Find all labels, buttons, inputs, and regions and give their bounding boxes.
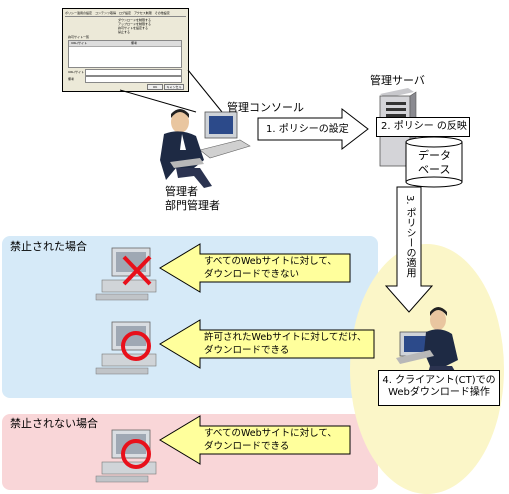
scenario-line: ダウンロードできない (204, 269, 300, 280)
console-tab: ログ設定 (118, 11, 131, 15)
scenario-arrow (159, 415, 351, 465)
database-label: ベース (418, 163, 451, 176)
prohibited-case-label: 禁止された場合 (10, 240, 87, 253)
console-list-col: URL/サイト (71, 41, 87, 45)
step4-box: 4. クライアント(CT)での Webダウンロード操作 (378, 370, 500, 406)
step3-label: 3. ポリシーの適用 (404, 195, 415, 278)
scenario-line: ダウンロードできる (204, 345, 290, 356)
console-list-header: URL/サイト 備考 (69, 41, 181, 47)
callout-line (119, 89, 197, 113)
console-tab: アクセス制限 (133, 11, 152, 15)
console-group-label: 許可サイト一覧 (68, 35, 90, 39)
console-list: URL/サイト 備考 (68, 40, 182, 68)
client-pc-icon (95, 247, 157, 301)
console-option: 許可サイトを設定する (118, 26, 149, 30)
step3-arrow (384, 186, 434, 313)
scenario-arrow (159, 243, 351, 293)
console-tab: ポリシー適用の設定 (65, 11, 93, 15)
not-prohibited-case-label: 禁止されない場合 (10, 417, 98, 430)
console-option: 禁止する (118, 30, 131, 34)
console-field-label: 備考 (68, 77, 75, 81)
console-tab-strip: ポリシー適用の設定 コンテンツ取得 ログ設定 アクセス制限 その他設定 (65, 11, 186, 17)
scenario-text: すべてのWebサイトに対して、 ダウンロードできる (204, 427, 337, 453)
scenario-line: すべてのWebサイトに対して、 (204, 428, 337, 439)
console-ok-button: OK (147, 84, 163, 90)
console-window: ポリシー適用の設定 コンテンツ取得 ログ設定 アクセス制限 その他設定 ダウンロ… (62, 8, 189, 92)
callout-line (187, 69, 223, 113)
scenario-arrow (159, 319, 375, 369)
console-field-label: URL/サイト (68, 70, 84, 74)
scenario-text: 許可されたWebサイトに対してだけ、 ダウンロードできる (204, 331, 366, 357)
circle-icon (121, 439, 151, 469)
step2-label: 2. ポリシー の反映 (381, 121, 467, 132)
admin-person-icon (160, 109, 251, 188)
console-cancel-button: キャンセル (164, 84, 184, 90)
admin-role-label: 部門管理者 (165, 199, 220, 212)
admin-role-label: 管理者 (165, 185, 198, 198)
step1-arrow (257, 107, 369, 151)
scenario-line: 許可されたWebサイトに対してだけ、 (204, 332, 367, 343)
admin-console-label: 管理コンソール (227, 101, 304, 114)
management-server-label: 管理サーバ (370, 74, 425, 87)
scenario-text: すべてのWebサイトに対して、 ダウンロードできない (204, 255, 337, 281)
console-option: ダウンロードを制限する (118, 18, 152, 22)
circle-icon (121, 331, 151, 361)
console-list-col: 備考 (131, 41, 138, 45)
scenario-line: すべてのWebサイトに対して、 (204, 256, 337, 267)
console-field (85, 69, 182, 76)
cross-icon (122, 255, 152, 286)
console-field (85, 76, 182, 83)
console-option: アップロードを制限する (118, 22, 152, 26)
database-icon (405, 136, 463, 188)
step2-box: 2. ポリシー の反映 (376, 117, 470, 137)
console-tab: その他設定 (154, 11, 170, 15)
step1-label: 1. ポリシーの設定 (266, 124, 349, 135)
step4-label-line2: Webダウンロード操作 (388, 387, 490, 398)
step4-label-line1: 4. クライアント(CT)での (382, 375, 496, 386)
console-tab: コンテンツ取得 (94, 11, 116, 15)
scenario-line: ダウンロードできる (204, 441, 290, 452)
database-label: データ (418, 149, 451, 162)
